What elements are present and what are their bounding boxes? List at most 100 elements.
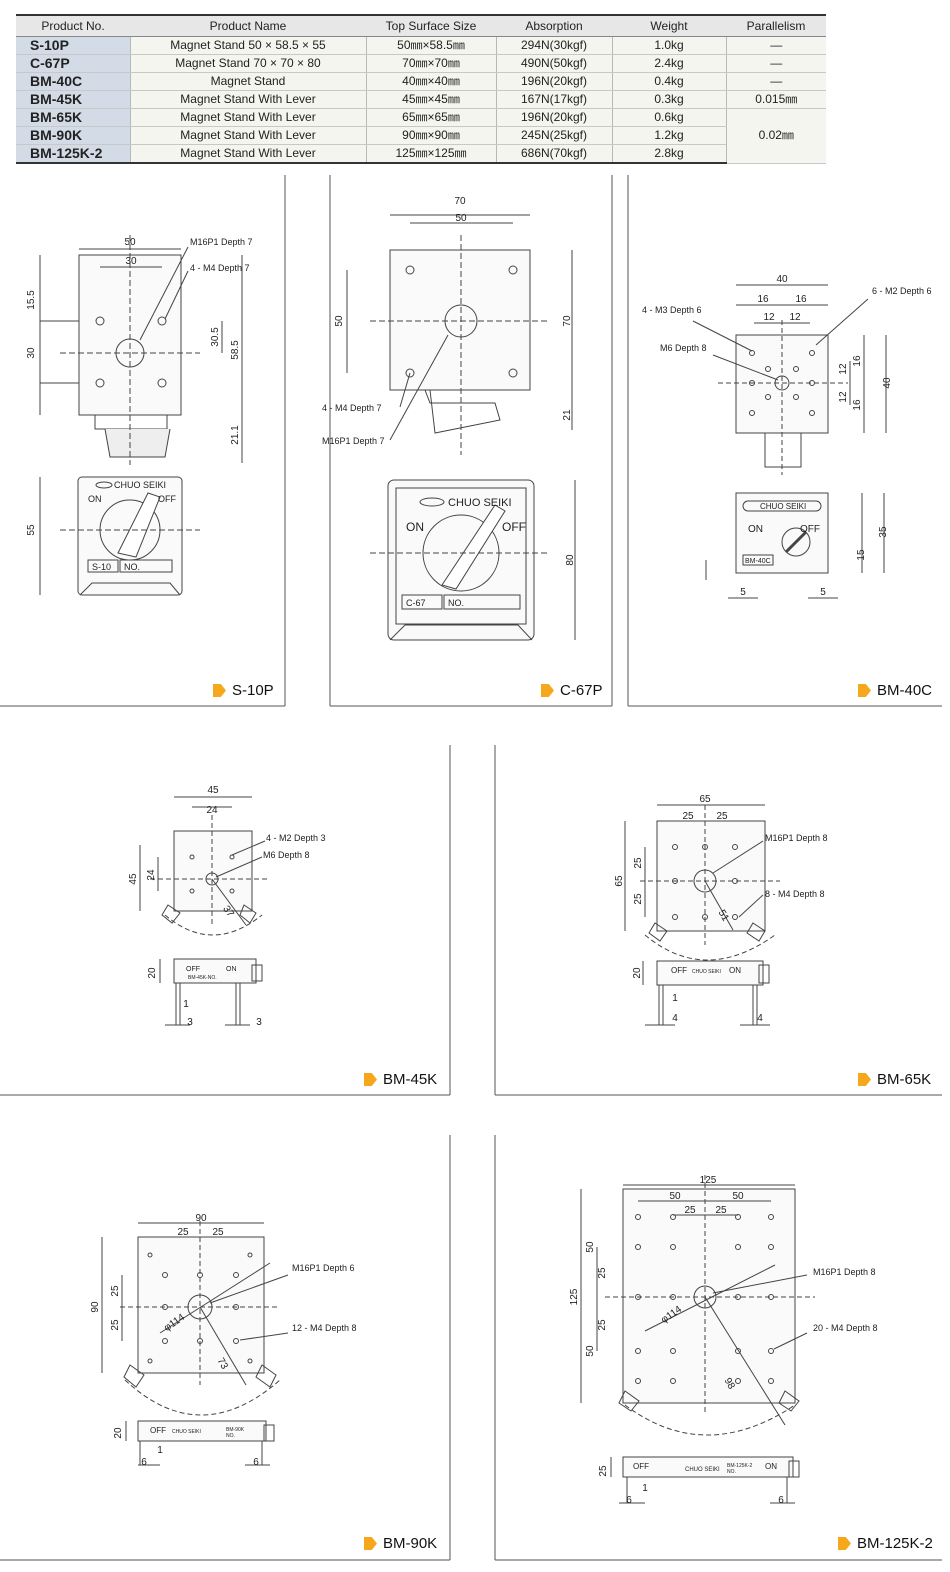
top-surface: 50㎜×58.5㎜ — [365, 36, 496, 55]
plate-model: S-10 — [92, 562, 111, 572]
brand-text: CHUO SEIKI — [692, 969, 721, 975]
note-thread-1: M16P1 Depth 8 — [765, 833, 828, 843]
dim-foot-1: 5 — [740, 587, 746, 598]
plate-model: C-67 — [406, 598, 426, 608]
col-top-surface: Top Surface Size — [366, 14, 496, 37]
arrow-icon — [364, 1073, 377, 1086]
note-thread-1: M16P1 Depth 6 — [292, 1263, 355, 1273]
dim-a: 25 — [177, 1227, 189, 1238]
top-surface: 40㎜×40㎜ — [365, 72, 496, 91]
arrow-icon — [213, 684, 226, 697]
product-no: BM-65K — [16, 108, 130, 127]
col-product-name: Product Name — [130, 14, 366, 37]
weight: 1.0kg — [611, 36, 726, 55]
dim-hole-spacing: 30 — [125, 256, 137, 267]
dim-right-2: 58.5 — [230, 340, 241, 360]
dim-c: 25 — [684, 1205, 696, 1216]
dim-left: 45 — [128, 873, 139, 885]
on-text: ON — [88, 494, 102, 504]
dim-left-1: 25 — [633, 857, 644, 869]
dim-left: 90 — [90, 1301, 101, 1313]
brand-text: CHUO SEIKI — [760, 502, 806, 511]
col-parallelism: Parallelism — [726, 14, 826, 37]
product-no: BM-90K — [16, 126, 130, 145]
dim-height: 20 — [632, 967, 643, 979]
product-name: Magnet Stand With Lever — [129, 144, 366, 164]
dim-left: 125 — [569, 1288, 580, 1305]
table-header: Product No. Product Name Top Surface Siz… — [16, 14, 826, 37]
dim-right: 40 — [882, 377, 893, 389]
arrow-icon — [541, 684, 554, 697]
dim-b: 50 — [732, 1191, 744, 1202]
on-text: ON — [406, 520, 424, 534]
dim-left-1: 25 — [110, 1285, 121, 1297]
note-thread-2: 12 - M4 Depth 8 — [292, 1323, 357, 1333]
drawing-bm125k2: 125 50 50 25 25 125 50 25 25 50 φ114 98 … — [495, 1135, 942, 1560]
dim-width: 40 — [776, 274, 788, 285]
model-label-text: BM-45K — [383, 1071, 438, 1088]
dim-left-1: 15.5 — [26, 290, 37, 310]
dim-right: 70 — [562, 315, 573, 327]
dim-foot-2: 4 — [757, 1013, 763, 1024]
dim-d: 12 — [789, 312, 801, 323]
dim-height: 25 — [598, 1465, 609, 1477]
dim-r4: 16 — [852, 399, 863, 411]
note-thread-2: M16P1 Depth 7 — [322, 436, 385, 446]
dim-hole-spacing: 50 — [455, 213, 467, 224]
product-no: BM-40C — [16, 72, 130, 91]
brand-text: CHUO SEIKI — [114, 480, 166, 490]
parallelism: 0.015㎜ — [725, 90, 826, 109]
note-thread-2: 8 - M4 Depth 8 — [765, 889, 825, 899]
absorption: 686N(70kgf) — [495, 144, 612, 164]
dim-left-2: 24 — [146, 869, 157, 881]
weight: 1.2kg — [611, 126, 726, 145]
product-name: Magnet Stand With Lever — [129, 126, 366, 145]
table-row: BM-65K Magnet Stand With Lever 65㎜×65㎜ 1… — [16, 108, 826, 164]
parallelism: — — [725, 54, 826, 73]
plate-model: BM-45K-NO. — [188, 975, 217, 981]
col-product-no: Product No. — [16, 14, 130, 37]
dim-foot-2: 6 — [253, 1457, 259, 1468]
plate-no: NO. — [124, 562, 140, 572]
brand-text: CHUO SEIKI — [448, 497, 512, 509]
table-row: S-10P Magnet Stand 50 × 58.5 × 55 50㎜×58… — [16, 36, 826, 55]
col-weight: Weight — [612, 14, 726, 37]
dim-left-2: 25 — [597, 1267, 608, 1279]
dim-left-4: 50 — [585, 1345, 596, 1357]
arrow-icon — [364, 1537, 377, 1550]
weight: 0.3kg — [611, 90, 726, 109]
dim-r1: 12 — [838, 363, 849, 375]
plate-model: BM-125K-2 — [727, 1463, 753, 1469]
off-text: OFF — [633, 1462, 649, 1471]
spec-table: Product No. Product Name Top Surface Siz… — [16, 14, 826, 164]
weight: 0.4kg — [611, 72, 726, 91]
plate-no: NO. — [448, 598, 464, 608]
dim-diag: 73 — [215, 1356, 230, 1372]
dim-left-2: 25 — [110, 1319, 121, 1331]
note-thread-1: M16P1 Depth 8 — [813, 1267, 876, 1277]
plate-model: BM-90K — [226, 1427, 245, 1433]
dim-foot-1: 4 — [672, 1013, 678, 1024]
product-name: Magnet Stand With Lever — [129, 90, 366, 109]
drawing-bm65k: 65 25 25 65 25 25 51 20 4 4 1 M16P1 Dept… — [495, 745, 942, 1095]
dim-left-2: 25 — [633, 893, 644, 905]
top-surface: 90㎜×90㎜ — [365, 126, 496, 145]
parallelism: — — [725, 72, 826, 91]
absorption: 167N(17kgf) — [495, 90, 612, 109]
product-name: Magnet Stand With Lever — [129, 108, 366, 127]
top-surface: 65㎜×65㎜ — [365, 108, 496, 127]
table-row: BM-45K Magnet Stand With Lever 45㎜×45㎜ 1… — [16, 90, 826, 109]
product-no: S-10P — [16, 36, 130, 55]
top-surface: 125㎜×125㎜ — [365, 144, 496, 164]
dim-r2: 12 — [838, 391, 849, 403]
top-surface: 70㎜×70㎜ — [365, 54, 496, 73]
dim-a: 25 — [682, 811, 694, 822]
dim-foot-2: 3 — [256, 1017, 262, 1028]
dim-width: 125 — [700, 1175, 717, 1186]
absorption: 245N(25kgf) — [495, 126, 612, 145]
off-text: OFF — [150, 1426, 166, 1435]
absorption: 490N(50kgf) — [495, 54, 612, 73]
dim-diag: 51 — [716, 908, 731, 924]
model-label-text: BM-90K — [383, 1535, 438, 1552]
model-label: BM-45K — [364, 1071, 437, 1088]
